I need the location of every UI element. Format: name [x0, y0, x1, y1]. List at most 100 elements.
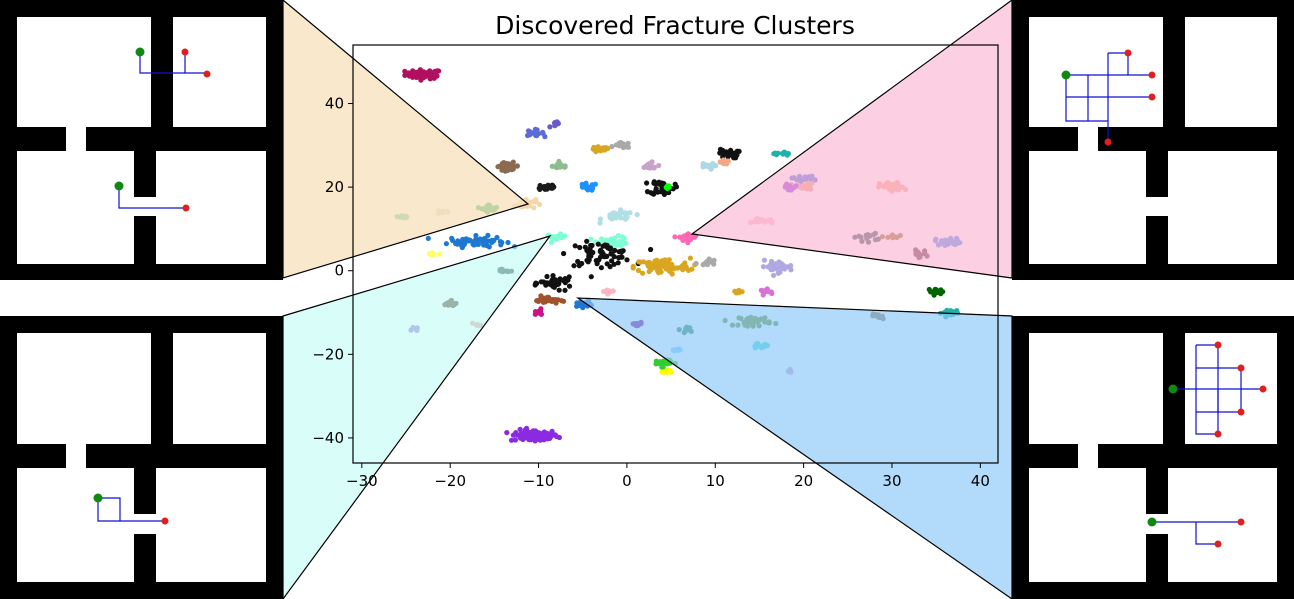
scatter-point [620, 144, 627, 151]
scatter-point [713, 163, 719, 169]
scatter-point [779, 265, 786, 271]
scatter-point [664, 361, 671, 367]
scatter-point [668, 369, 675, 375]
scatter-point [510, 163, 516, 169]
scatter-point [541, 279, 547, 285]
scatter-point [532, 438, 538, 444]
scatter-point [687, 235, 693, 241]
scatter-point [644, 180, 650, 186]
scatter-point [651, 265, 657, 271]
scatter-point [772, 261, 778, 267]
scatter-point [495, 164, 501, 170]
scatter-point [510, 159, 516, 165]
scatter-point [575, 258, 581, 265]
scatter-point [700, 262, 706, 268]
scatter-point [562, 287, 568, 293]
scatter-point [609, 258, 615, 264]
scatter-point [648, 246, 654, 253]
scatter-point [598, 236, 605, 242]
scatter-point [616, 238, 623, 245]
scatter-point [512, 437, 519, 443]
scatter-point [665, 189, 671, 195]
maze-inset-top-left [0, 0, 283, 280]
scatter-point [554, 236, 560, 242]
scatter-point [621, 235, 627, 241]
scatter-point [687, 255, 694, 261]
scatter-point [776, 259, 782, 265]
highlight-wedge-top-right [690, 0, 1013, 279]
scatter-point [406, 73, 412, 79]
scatter-point [768, 261, 774, 267]
scatter-point [537, 201, 543, 208]
scatter-point [666, 183, 672, 189]
highlight-wedge-bottom-right [575, 297, 1013, 599]
scatter-point [672, 181, 678, 187]
scatter-point [556, 287, 562, 293]
scatter-point [471, 238, 477, 245]
scatter-point [635, 267, 642, 274]
scatter-point [615, 213, 621, 219]
scatter-point [588, 236, 594, 242]
scatter-point [515, 432, 521, 438]
scatter-point [553, 281, 559, 287]
scatter-point [549, 185, 555, 191]
scatter-point [550, 297, 557, 303]
scatter-point [681, 265, 687, 271]
scatter-point [579, 260, 585, 267]
y-tick-label: 40 [325, 95, 344, 113]
scatter-point [427, 70, 433, 77]
scatter-point [521, 434, 528, 440]
scatter-point [589, 185, 596, 191]
scatter-point [561, 164, 568, 170]
y-tick-label: 0 [334, 262, 344, 280]
x-tick-label: 20 [794, 472, 813, 490]
scatter-point [560, 277, 567, 284]
scatter-point [717, 146, 724, 152]
scatter-point [630, 265, 636, 271]
y-tick-label: −40 [312, 429, 344, 447]
scatter-point [528, 437, 534, 443]
scatter-point [926, 286, 932, 293]
scatter-point [538, 295, 544, 301]
scatter-point [594, 261, 600, 267]
scatter-point [664, 367, 670, 373]
scatter-point [781, 149, 788, 155]
scatter-point [552, 123, 558, 129]
scatter-point [529, 430, 535, 436]
scatter-point [659, 188, 666, 194]
scatter-point [459, 244, 465, 251]
scatter-point [693, 260, 699, 267]
scatter-point [774, 266, 781, 273]
scatter-point [429, 251, 436, 257]
scatter-point [724, 152, 730, 158]
scatter-point [582, 244, 588, 250]
scatter-point [571, 263, 577, 269]
scatter-point [683, 234, 689, 240]
scatter-point [536, 131, 542, 137]
scatter-point [575, 301, 582, 307]
scatter-point [525, 132, 531, 139]
scatter-point [657, 262, 663, 269]
scatter-point [478, 236, 484, 242]
scatter-point [647, 260, 653, 266]
scatter-point [651, 165, 657, 171]
scatter-point [615, 233, 622, 239]
scatter-point [547, 431, 553, 437]
scatter-point [504, 430, 510, 436]
scatter-point [548, 282, 554, 288]
scatter-point [784, 264, 790, 270]
scatter-point [637, 259, 643, 265]
scatter-point [531, 205, 537, 211]
x-tick-label: 10 [706, 472, 725, 490]
scatter-point [600, 288, 607, 295]
scatter-point [677, 234, 683, 240]
scatter-point [618, 243, 625, 249]
scatter-point [708, 258, 714, 264]
x-tick-label: −20 [434, 472, 466, 490]
scatter-point [595, 241, 601, 247]
scatter-point [546, 298, 552, 304]
scatter-point [414, 69, 420, 75]
